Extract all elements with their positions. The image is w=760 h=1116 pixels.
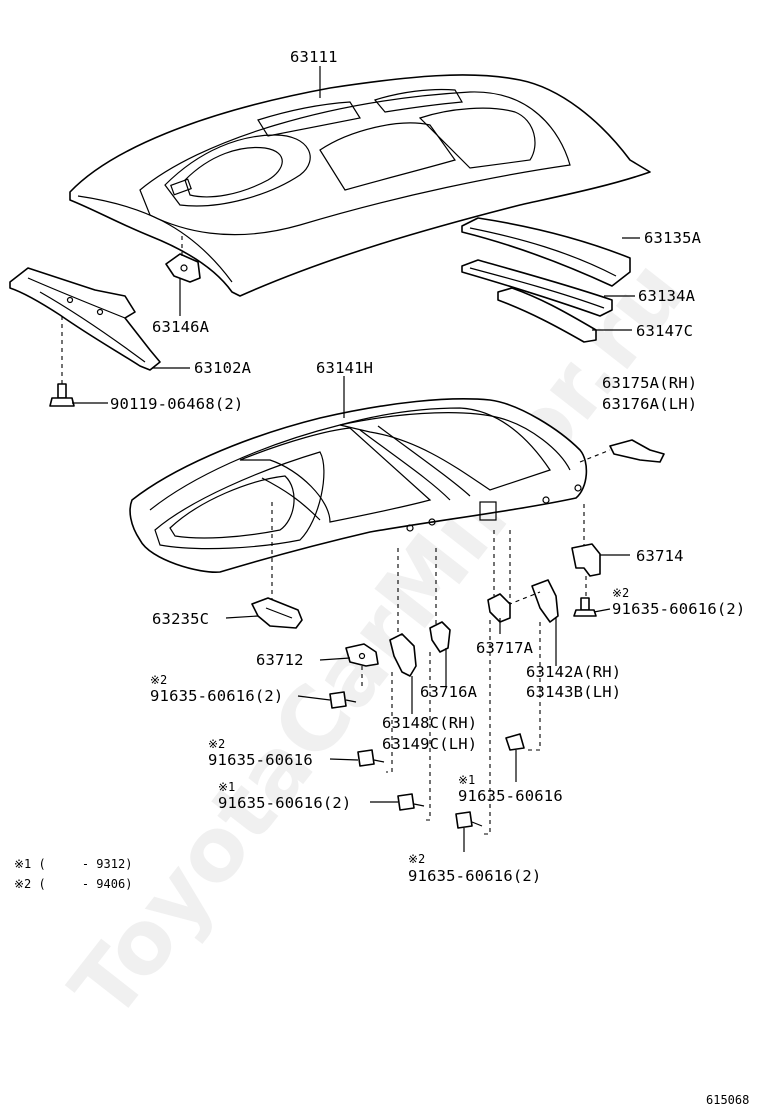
label-91635-a: 91635-60616(2)	[612, 600, 745, 618]
bracket-63142A	[531, 579, 559, 623]
label-91635-c: 91635-60616	[208, 751, 313, 769]
bracket-63146A	[165, 253, 201, 283]
bracket-63175A	[609, 439, 665, 463]
label-63712: 63712	[256, 651, 304, 669]
rail-63134A	[461, 259, 613, 317]
roof-panel-63111	[69, 74, 651, 297]
diagram-id: 615068	[706, 1093, 749, 1107]
mark-d: ※1	[458, 773, 475, 787]
bracket-63235C	[251, 597, 303, 629]
label-63134A: 63134A	[638, 287, 696, 305]
mark-c: ※2	[208, 737, 225, 751]
note-1: ※1 ( - 9312)	[14, 857, 132, 871]
bolt-91635-b	[329, 691, 357, 709]
bolt-90119	[49, 383, 75, 407]
rail-63147C	[497, 287, 597, 343]
label-63141H: 63141H	[316, 359, 373, 377]
bolt-91635-c	[357, 749, 385, 767]
label-91635-f: 91635-60616(2)	[408, 867, 541, 885]
label-63111: 63111	[290, 48, 338, 66]
bracket-63714	[571, 543, 601, 577]
label-63176A: 63176A(LH)	[602, 395, 697, 413]
footnotes: ※1 ( - 9312) ※2 ( - 9406)	[14, 857, 132, 891]
bolt-91635-e	[397, 793, 425, 811]
mark-a: ※2	[612, 586, 629, 600]
mark-f: ※2	[408, 852, 425, 866]
label-90119-06468: 90119-06468(2)	[110, 395, 243, 413]
label-91635-d: 91635-60616	[458, 787, 563, 805]
label-63175A: 63175A(RH)	[602, 374, 697, 392]
label-63146A: 63146A	[152, 318, 210, 336]
bracket-63717A	[487, 593, 511, 623]
bracket-63148C	[389, 633, 417, 677]
label-63235C: 63235C	[152, 610, 209, 628]
label-63148C: 63148C(RH)	[382, 714, 477, 732]
label-63149C: 63149C(LH)	[382, 735, 477, 753]
note-2: ※2 ( - 9406)	[14, 877, 132, 891]
bracket-63716A	[429, 621, 451, 653]
leader-lines	[72, 66, 640, 852]
label-63102A: 63102A	[194, 359, 252, 377]
assembly-lines	[61, 236, 611, 835]
label-63716A: 63716A	[420, 683, 478, 701]
bolt-91635-f	[455, 811, 483, 829]
label-63142A: 63142A(RH)	[526, 663, 621, 681]
label-63147C: 63147C	[636, 322, 693, 340]
label-91635-b: 91635-60616(2)	[150, 687, 283, 705]
bolt-91635-a	[573, 597, 597, 617]
mark-b: ※2	[150, 673, 167, 687]
mark-e: ※1	[218, 780, 235, 794]
label-63135A: 63135A	[644, 229, 702, 247]
label-63717A: 63717A	[476, 639, 534, 657]
part-labels: 63111 63135A 63134A 63147C 63146A 63102A…	[110, 48, 745, 885]
label-63143B: 63143B(LH)	[526, 683, 621, 701]
bolt-91635-d	[505, 733, 525, 751]
header-63102A	[9, 267, 161, 371]
roof-frame-63141H	[129, 398, 588, 573]
label-91635-e: 91635-60616(2)	[218, 794, 351, 812]
bracket-63712	[345, 643, 379, 667]
rail-63135A	[461, 217, 631, 287]
label-63714: 63714	[636, 547, 684, 565]
